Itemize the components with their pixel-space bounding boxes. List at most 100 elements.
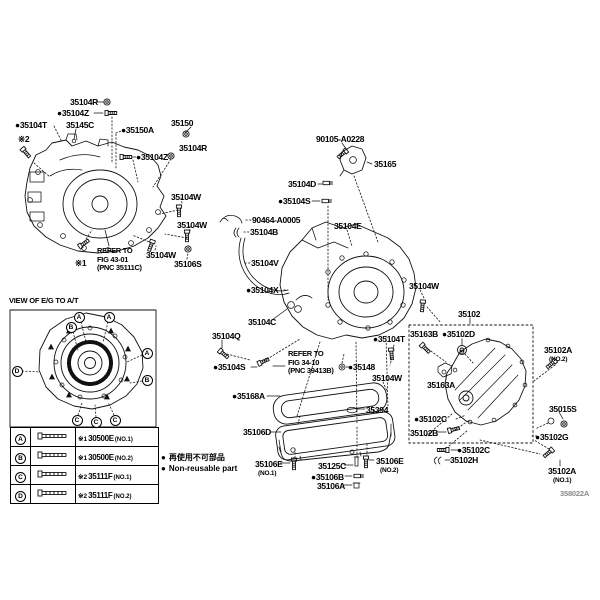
part-label: ●35104X bbox=[246, 285, 279, 295]
part-label: 35104V bbox=[251, 258, 279, 268]
part-label: 35104D bbox=[288, 179, 316, 189]
non-reusable-dot-icon: ● bbox=[161, 453, 166, 462]
bolt-icon bbox=[30, 427, 76, 447]
part-label: (NO.2) bbox=[380, 467, 399, 474]
fastener-no: (NO.2) bbox=[114, 456, 133, 462]
fastener-row: C ※235111F(NO.1) bbox=[10, 465, 159, 485]
part-label: 35104R bbox=[70, 97, 98, 107]
part-label: ●35150A bbox=[121, 125, 154, 135]
bolt-icon bbox=[30, 465, 76, 485]
legend-item: ●Non-reusable part bbox=[161, 463, 237, 474]
callout-a: A bbox=[73, 311, 85, 323]
callout-b: B bbox=[15, 453, 26, 464]
part-label: 35104B bbox=[250, 227, 278, 237]
part-label: ●35104T bbox=[15, 120, 47, 130]
fastener-part-cell: ※235111F(NO.1) bbox=[75, 465, 159, 485]
part-label: 90105-A0228 bbox=[316, 134, 365, 144]
part-label: ●35104S bbox=[278, 196, 311, 206]
part-label: 35394 bbox=[366, 405, 389, 415]
callout-d: D bbox=[15, 491, 26, 502]
bolt-icon bbox=[30, 484, 76, 504]
view-title: VIEW OF E/G TO A/T bbox=[9, 296, 79, 305]
part-label: 35102A bbox=[548, 466, 576, 476]
part-label: ●35102C bbox=[457, 445, 490, 455]
transaxle-case-center-art bbox=[279, 221, 417, 340]
fastener-no: (NO.2) bbox=[113, 494, 132, 500]
part-label: 35150 bbox=[171, 118, 194, 128]
part-label: 90464-A0005 bbox=[252, 215, 301, 225]
part-label: 35106E bbox=[255, 459, 283, 469]
refer-note-line: REFER TO bbox=[97, 246, 133, 255]
gasket-art bbox=[272, 382, 388, 425]
legend-item: ●再使用不可部品 bbox=[161, 452, 237, 463]
part-label: ※2 bbox=[18, 134, 30, 144]
refer-note-line: (PNC 35111C) bbox=[97, 263, 142, 272]
part-label: (NO.2) bbox=[549, 356, 568, 363]
fastener-note: ※2 bbox=[78, 493, 88, 500]
callout-c: C bbox=[15, 472, 26, 483]
leader-lines-dotted bbox=[33, 116, 556, 458]
part-label: 35102A bbox=[544, 345, 572, 355]
callout-b: B bbox=[65, 321, 77, 333]
part-label: ●35148 bbox=[348, 362, 375, 372]
refer-note-line: REFER TO bbox=[288, 349, 324, 358]
callout-a: A bbox=[15, 434, 26, 445]
part-label: 35104R bbox=[179, 143, 207, 153]
fastener-part-number: 30500E bbox=[88, 453, 114, 462]
fastener-part-cell: ※235111F(NO.2) bbox=[75, 484, 159, 504]
non-reusable-dot-icon: ● bbox=[161, 464, 166, 473]
fastener-row: D ※235111F(NO.2) bbox=[10, 484, 159, 504]
legend-text: Non-reusable part bbox=[168, 464, 238, 473]
legend-text: 再使用不可部品 bbox=[168, 453, 225, 462]
fastener-letter-cell: C bbox=[10, 465, 31, 485]
oil-pan-art bbox=[275, 411, 396, 462]
fastener-letter-cell: D bbox=[10, 484, 31, 504]
callout-c: C bbox=[90, 416, 102, 428]
fastener-part-cell: ※130500E(NO.2) bbox=[75, 446, 159, 466]
part-label: ●35104Z bbox=[136, 152, 168, 162]
fastener-letter-cell: A bbox=[10, 427, 31, 447]
part-label: ●35104S bbox=[213, 362, 246, 372]
callout-c: C bbox=[109, 414, 121, 426]
fastener-table: A※130500E(NO.1)B※130500E(NO.2)C※235111F(… bbox=[10, 427, 159, 504]
fastener-row: A※130500E(NO.1) bbox=[10, 427, 159, 447]
part-label: 35104W bbox=[146, 250, 176, 260]
part-label: 35104C bbox=[248, 317, 276, 327]
part-label: ●35106B bbox=[311, 472, 344, 482]
part-label: 35106S bbox=[174, 259, 202, 269]
bolt-icon bbox=[30, 446, 76, 466]
part-label: 35106A bbox=[317, 481, 345, 491]
sensor-art bbox=[335, 145, 367, 177]
fastener-note: ※1 bbox=[78, 436, 88, 443]
fastener-letter-cell: B bbox=[10, 446, 31, 466]
part-label: 35104W bbox=[177, 220, 207, 230]
fastener-note: ※2 bbox=[78, 474, 88, 481]
callout-c: C bbox=[71, 414, 83, 426]
part-label: 35102B bbox=[410, 428, 438, 438]
fastener-part-number: 35111F bbox=[88, 491, 113, 500]
part-label: 35104Q bbox=[212, 331, 241, 341]
part-label: 35102H bbox=[450, 455, 478, 465]
part-label: (NO.1) bbox=[258, 470, 277, 477]
part-label: 35163A bbox=[427, 380, 455, 390]
part-label: 35015S bbox=[549, 404, 577, 414]
part-label: 35163B bbox=[410, 329, 438, 339]
part-label: ●35102D bbox=[442, 329, 475, 339]
fastener-row: B ※130500E(NO.2) bbox=[10, 446, 159, 466]
refer-note-line: (PNC 39413B) bbox=[288, 366, 334, 375]
leader-lines-solid bbox=[71, 101, 564, 486]
refer-note-line: FIG 43-01 bbox=[97, 254, 129, 264]
fastener-note: ※1 bbox=[78, 455, 88, 462]
part-label: ●35104Z bbox=[57, 108, 89, 118]
part-label: ●35104T bbox=[373, 334, 405, 344]
part-label: 35104W bbox=[372, 373, 402, 383]
part-label: ●35102G bbox=[535, 432, 569, 442]
part-label: 35104W bbox=[409, 281, 439, 291]
part-label: ●35102C bbox=[414, 414, 447, 424]
part-label: 35106D bbox=[243, 427, 271, 437]
diagram-code: 358022A bbox=[560, 489, 590, 498]
